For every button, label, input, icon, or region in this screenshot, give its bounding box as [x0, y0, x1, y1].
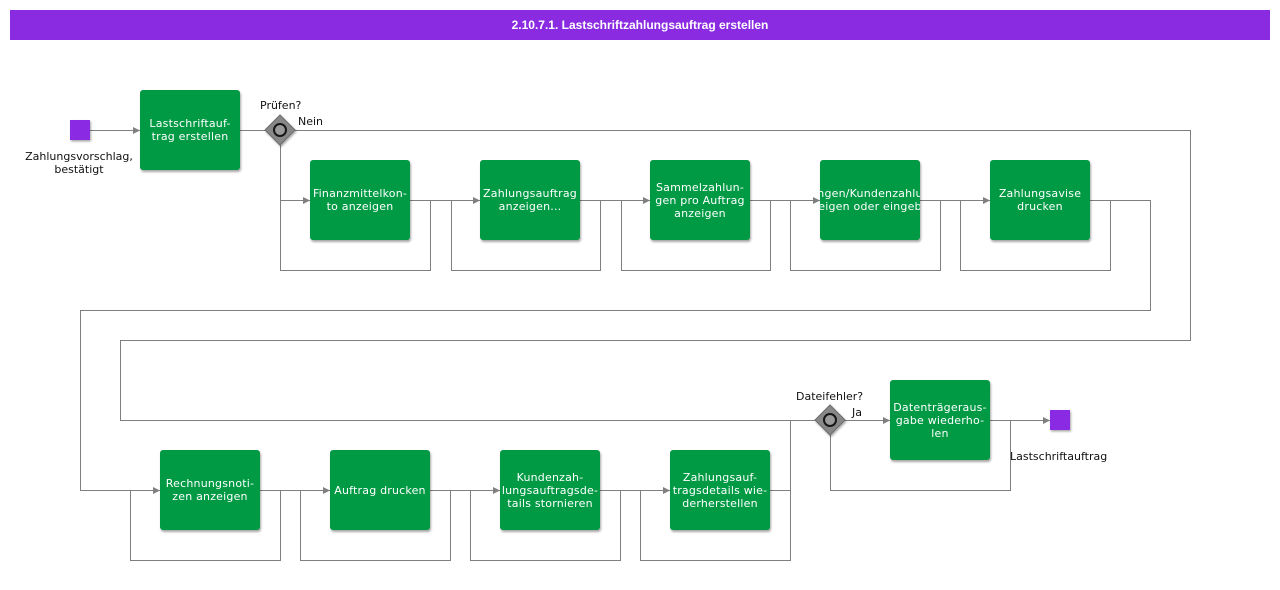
task-auftrag-drucken[interactable]: Auftrag drucken	[330, 450, 430, 530]
gateway-dateifehler-question: Dateifehler?	[796, 390, 864, 403]
task-label-line: Zahlungsauftrag	[483, 187, 577, 200]
end-event[interactable]	[1050, 410, 1070, 430]
task-label-line: gabe wiederho-	[895, 413, 985, 427]
gateway-dateifehler-branch-label: Ja	[852, 406, 862, 419]
task-label-line: trag erstellen	[151, 130, 229, 143]
task-label-line: Rechnungsnoti-	[165, 477, 255, 490]
task-label-line: anzeigen	[674, 206, 726, 220]
task-datentraegerausgabe-wiederholen[interactable]: Datenträgeraus- gabe wiederho- len	[890, 380, 990, 460]
task-label-line: Kundenzah-	[516, 470, 584, 484]
gateway-pruefen-question: Prüfen?	[260, 99, 302, 112]
circle-icon	[823, 413, 837, 427]
bypass-flow	[960, 200, 1111, 271]
task-label-line: drucken	[1017, 200, 1063, 213]
start-event[interactable]	[70, 120, 90, 140]
task-label-line: derherstellen	[682, 496, 758, 510]
task-label-line: eigen oder eingeb	[820, 200, 920, 213]
diagram-header: 2.10.7.1. Lastschriftzahlungsauftrag ers…	[10, 10, 1270, 40]
gateway-pruefen-branch-label: Nein	[298, 115, 324, 128]
sequence-flows	[80, 127, 1191, 561]
task-label-line: Zahlungsavise	[998, 187, 1082, 200]
flow-dateifehler-nein	[830, 420, 1011, 491]
start-event-label-line: bestätigt	[54, 163, 104, 176]
flow-pruefen-down	[280, 145, 431, 271]
task-label-line: Sammelzahlun-	[655, 180, 745, 194]
task-label-line: Lastschriftauf-	[149, 117, 231, 130]
bypass-flow	[621, 200, 771, 271]
task-finanzmittelkonto-anzeigen[interactable]: Finanzmittelkon- to anzeigen	[310, 160, 410, 240]
task-zahlungsauftrag-anzeigen[interactable]: Zahlungsauftrag anzeigen...	[480, 160, 580, 240]
bypass-flow	[470, 490, 621, 561]
task-label-line: Zahlungsauf-	[682, 470, 758, 484]
task-sammelzahlungen-anzeigen[interactable]: Sammelzahlun- gen pro Auftrag anzeigen	[650, 160, 750, 240]
circle-icon	[273, 123, 287, 137]
task-zahlungsavise-drucken[interactable]: Zahlungsavise drucken	[990, 160, 1090, 240]
task-label-line: to anzeigen	[326, 200, 394, 213]
diagram-title: 2.10.7.1. Lastschriftzahlungsauftrag ers…	[511, 18, 769, 32]
task-label-line: Auftrag drucken	[334, 483, 426, 497]
task-label-line: tails stornieren	[507, 496, 593, 510]
task-kundenzahlungsauftragsdetails-stornieren[interactable]: Kundenzah- lungsauftragsde- tails storni…	[500, 450, 600, 530]
task-zahlungsauftragsdetails-wiederherstellen[interactable]: Zahlungsauf- tragsdetails wie- derherste…	[670, 450, 770, 530]
gateway-pruefen[interactable]	[264, 114, 296, 146]
task-label-line: lungsauftragsde-	[501, 483, 599, 497]
task-label-line: ngen/Kundenzahlu	[820, 187, 920, 200]
bypass-flow	[130, 490, 281, 561]
bypass-flow	[300, 490, 451, 561]
end-event-label: Lastschriftauftrag	[1010, 450, 1108, 463]
task-label-line: gen pro Auftrag	[655, 193, 745, 207]
task-label-line: zen anzeigen	[172, 490, 248, 503]
flow-pruefen-nein	[120, 130, 1191, 421]
start-event-label: Zahlungsvorschlag, bestätigt	[19, 150, 139, 176]
task-rechnungsnotizen-anzeigen[interactable]: Rechnungsnoti- zen anzeigen	[160, 450, 260, 530]
start-event-label-line: Zahlungsvorschlag,	[25, 150, 133, 163]
task-label-line: Datenträgeraus-	[893, 400, 987, 414]
task-kundenzahlungen-anzeigen-oder-eingeben[interactable]: ngen/Kundenzahlu eigen oder eingeb	[820, 160, 920, 240]
bypass-flow	[451, 200, 601, 271]
task-label-line: anzeigen...	[498, 200, 562, 213]
task-label-line: tragsdetails wie-	[672, 483, 768, 497]
bypass-flow	[790, 200, 941, 271]
flow-row1-to-row2	[80, 200, 1151, 494]
task-lastschriftauftrag-erstellen[interactable]: Lastschriftauf- trag erstellen	[140, 90, 240, 170]
task-label-line: len	[931, 426, 949, 440]
gateway-dateifehler[interactable]	[814, 404, 846, 436]
task-label-line: Finanzmittelkon-	[312, 187, 408, 200]
